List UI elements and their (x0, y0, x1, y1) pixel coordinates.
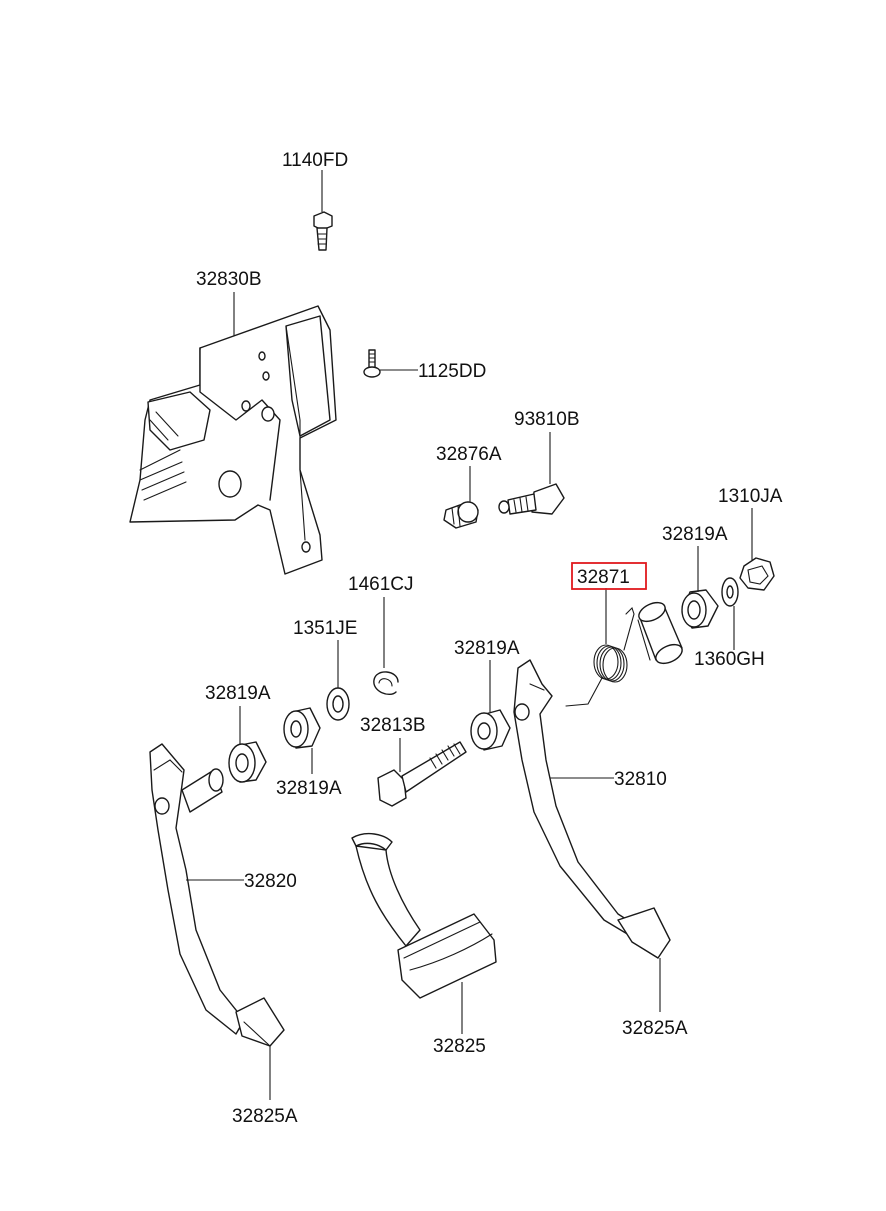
label-32830b[interactable]: 32830B (196, 269, 262, 290)
label-32819a-left[interactable]: 32819A (205, 683, 271, 704)
collar-sleeve[interactable] (636, 599, 685, 667)
label-1351je[interactable]: 1351JE (293, 618, 357, 639)
label-32825a-left[interactable]: 32825A (232, 1106, 298, 1127)
label-32825a-right[interactable]: 32825A (622, 1018, 688, 1039)
label-32813b[interactable]: 32813B (360, 715, 426, 736)
label-32819a-top[interactable]: 32819A (662, 524, 728, 545)
pivot-shaft[interactable] (181, 768, 224, 813)
nut-1310ja[interactable] (739, 557, 775, 591)
bushing-32819a-top[interactable] (681, 589, 719, 629)
bushing-32819a-left[interactable] (228, 741, 267, 783)
label-32825[interactable]: 32825 (433, 1036, 486, 1057)
label-1461cj[interactable]: 1461CJ (348, 574, 414, 595)
bolt-1140fd[interactable] (313, 211, 333, 251)
screw-1125dd[interactable] (363, 349, 381, 378)
label-93810b[interactable]: 93810B (514, 409, 580, 430)
label-32820[interactable]: 32820 (244, 871, 297, 892)
pedal-arm-32820[interactable] (149, 743, 285, 1047)
spring-32871[interactable] (565, 606, 635, 707)
label-1310ja[interactable]: 1310JA (718, 486, 783, 507)
bracket-32830b[interactable] (129, 305, 337, 575)
label-32819a-low[interactable]: 32819A (276, 778, 342, 799)
circlip-1461cj[interactable] (373, 671, 399, 696)
pedal-pad-32825[interactable] (351, 832, 497, 999)
label-32871[interactable]: 32871 (577, 567, 630, 588)
washer-1351je[interactable] (326, 687, 350, 721)
label-32819a-mid[interactable]: 32819A (454, 638, 520, 659)
bolt-32813b[interactable] (377, 741, 467, 807)
label-32810[interactable]: 32810 (614, 769, 667, 790)
stopper-32876a[interactable] (443, 501, 479, 529)
bushing-32819a-mid[interactable] (470, 709, 511, 751)
pedal-arm-32810[interactable] (513, 659, 671, 959)
label-1125dd[interactable]: 1125DD (418, 361, 486, 382)
label-1140fd[interactable]: 1140FD (282, 150, 348, 171)
bushing-32819a-low[interactable] (283, 707, 321, 749)
label-1360gh[interactable]: 1360GH (694, 649, 765, 670)
highlight-box-32871 (571, 562, 647, 590)
switch-93810b[interactable] (498, 483, 565, 515)
washer-1360gh[interactable] (721, 577, 739, 607)
label-32876a[interactable]: 32876A (436, 444, 502, 465)
